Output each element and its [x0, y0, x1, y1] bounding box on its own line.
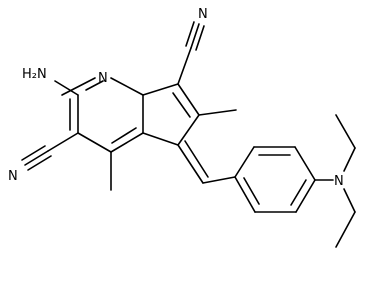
- bond-ar4-ar5: [295, 179, 316, 213]
- bond-c7-c6: [177, 83, 200, 116]
- bond-ar1-ar2: [234, 146, 255, 178]
- bond-c4a-c4-inner: [111, 127, 137, 144]
- bond-left-nitrile-triple-b: [21, 145, 46, 161]
- bond-c4a-c4-double: [110, 132, 144, 153]
- bond-nitrile-triple-c: [195, 25, 205, 51]
- bond-ar4-ar5-inner: [290, 179, 307, 206]
- top-nitrile-nitrogen-label: N: [198, 7, 208, 22]
- bond-c2-n1-inner: [85, 80, 104, 91]
- bond-nitrile-triple-b: [185, 21, 195, 47]
- bond-left-nitrile-triple-c: [27, 155, 52, 171]
- bond-c3-nitrile-c: [47, 132, 79, 152]
- bond-c2-n1: [61, 77, 96, 96]
- left-nitrile-nitrogen-label: N: [8, 169, 18, 184]
- bond-methine-aryl: [202, 176, 236, 184]
- bond-ethyl1-ch3: [335, 114, 356, 149]
- bond-n-ethyl1-ch2: [343, 147, 356, 172]
- bond-c7-c6-inner: [172, 92, 191, 118]
- bond-left-nitrile-triple-a: [24, 150, 49, 166]
- bond-c2-amine: [54, 80, 79, 96]
- bond-c7a-c7: [142, 83, 179, 96]
- bond-c6-c5: [177, 114, 200, 146]
- bond-c4-c3: [77, 132, 112, 153]
- bond-ethyl2-ch3: [335, 211, 356, 248]
- ring-nitrogen-label: N: [98, 71, 108, 86]
- bond-n1-c7a: [110, 77, 144, 96]
- bond-ar3-ar4: [294, 146, 316, 181]
- bond-nitrile-triple-a: [190, 23, 200, 49]
- bond-ar6-ar1-inner: [243, 177, 260, 205]
- bond-c6-methyl: [198, 109, 237, 116]
- bond-c5-methine-a: [177, 144, 204, 184]
- amine-nitrogen-label: N: [334, 174, 344, 189]
- bond-n-ethyl2-ch2: [343, 188, 356, 213]
- amine-label: H₂N: [22, 67, 47, 82]
- bond-c5-methine-b: [184, 140, 209, 178]
- bond-c7-nitrile-c: [177, 47, 192, 85]
- bond-ar6-ar1: [234, 176, 256, 213]
- bond-c5-c4a: [142, 132, 179, 146]
